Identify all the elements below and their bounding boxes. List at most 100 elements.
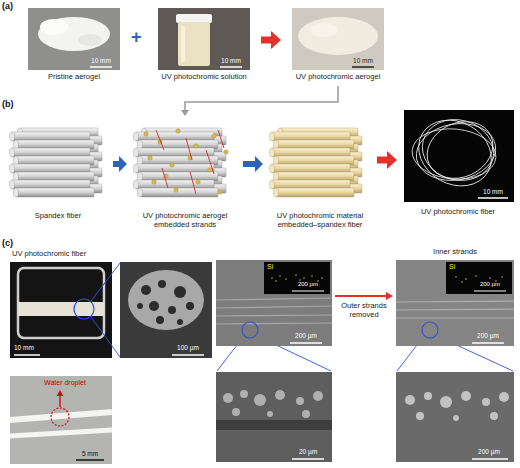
scale-bar-label: 200 µm [284,332,328,339]
outer-strands-detail-sem-part [223,390,323,418]
eds-inset: Si200 µm [264,262,330,294]
inner-strands-detail-sem-part-part [440,396,452,408]
fiber-photo-part-part [407,107,504,199]
cross-section-sem-part-part [186,302,194,310]
embedded-strands-illustration-part-part [152,180,156,184]
solution-photo-part [176,14,212,23]
photochromic-aerogel-photo-part [352,66,374,68]
inner-strands-sem-part [396,301,514,318]
outer-strands-sem-part [216,298,332,324]
solution-photo-part [158,8,250,70]
outer-strands-sem-part-part [279,275,280,276]
spandex-fiber-illustration-part [10,128,103,197]
water-droplet-photo [10,376,112,464]
embedded-strands-illustration-part-part [162,168,168,188]
fiber-photo-part [478,197,508,199]
water-droplet-photo-part [10,376,112,464]
outer-strands-sem-part-part [271,277,272,278]
pristine-aerogel-photo-part [40,19,68,35]
embedded-strands-illustration-part-part [208,168,212,172]
tensile-fiber-photo-part [74,299,94,319]
inner-strands-sem-part [446,262,512,294]
embedded-strands-illustration-part [144,129,228,194]
inner-strands-sem-part [396,260,514,346]
outer-strands-detail-sem-part-part [232,408,240,416]
outer-strands-detail-sem-part-part [223,393,233,403]
embedded-strands-illustration-part-part [194,144,198,148]
scale-bar-label: 20 µm [288,448,328,455]
outer-strands-detail-sem-part-part [254,394,266,406]
scale-bar-label: 10 mm [14,344,48,351]
pristine-aerogel-photo [28,8,120,70]
illustration-panel: UV photochromic material embedded–spande… [266,118,374,232]
cross-section-sem-part [172,354,204,356]
callout-label: Water droplet [30,379,100,387]
embedded-strands-illustration-part-part [186,138,192,160]
inner-strands-detail-sem-part-part [499,392,509,402]
photo-panel: 10 mmUV photochromic fiber [400,110,516,219]
arrow-head [119,156,127,172]
inner-strands-detail-sem-part-part [424,392,432,400]
photochromic-aerogel-photo-part [292,8,384,70]
illustration-panel: Spandex fiber [6,118,110,223]
water-droplet-photo-part [10,430,112,436]
plus-sign: + [131,28,142,48]
embedded-strands-illustration-part-part [206,150,214,174]
embedded-strands-illustration-part-part [212,134,216,138]
sem-panel: 20 µm [216,372,332,462]
outer-strands-sem-part [292,291,324,292]
caption: UV photochromic solution [150,73,258,82]
inner-strands-sem-part-part [465,278,466,279]
embedded-strands-illustration-part-part [148,156,152,160]
pristine-aerogel-photo-part [78,34,102,46]
water-droplet-photo-part [76,459,104,461]
scale-bar-label: 200 µm [466,332,510,339]
inner-strands-detail-sem [396,372,514,462]
outer-strands-sem [216,260,332,346]
zoom-leader-lines-part [91,317,120,357]
arrow-head [386,292,393,300]
cross-section-sem-part-part [168,306,176,314]
outer-strands-detail-sem-part-part [240,390,248,398]
scale-bar-label: 10 mm [346,57,380,64]
cross-section-sem-part [120,262,212,358]
photo-panel: Water droplet5 mm [8,376,114,464]
outer-strands-detail-sem-part [292,458,324,460]
arrow-shaft [335,295,387,297]
element-label: Si [449,263,469,271]
pristine-aerogel-photo-part [38,17,110,51]
outer-strands-sem-part-part [321,277,322,278]
cross-section-sem-part-part [137,303,143,309]
fiber-photo-part [407,107,504,199]
embedded-strands-illustration-part-part [170,163,174,167]
outer-strands-sem-part [290,342,322,344]
inner-strands-detail-sem-part [405,391,509,421]
inner-strands-detail-sem-part-part [490,412,498,420]
fiber-photo-part-part [412,117,501,186]
embedded-strands-illustration-part-part [174,188,178,192]
inner-strands-detail-sem-part-part [405,395,415,405]
sem-panel: Inner strands200 µmSi200 µm [396,248,514,346]
inner-strands-detail-sem-part-part [416,412,424,420]
photo-panel: 10 mmPristine aerogel [24,8,124,84]
solution-photo-part [181,26,185,62]
embedded-strands-illustration-part-part [176,129,180,133]
outer-strands-sem-part [264,262,330,294]
flow-arrow [335,292,393,300]
embedded-strands-illustration [134,128,229,197]
inner-strands-sem-part-part [396,309,514,310]
embedded-strands-illustration-part [156,130,224,194]
outer-strands-sem-part-part [216,315,332,316]
outer-strands-sem-part-part [303,277,304,278]
tensile-fiber-photo-part [10,262,112,358]
pristine-aerogel-photo-part [28,8,120,70]
scale-bar-label: 100 µm [168,344,208,351]
outer-strands-detail-sem-part-part [302,410,310,418]
sem-panel: 200 µm Si200 µm [216,260,332,346]
outer-strands-sem-part [216,260,332,346]
outer-strands-sem-part-part [311,275,312,276]
outer-strands-sem-part-part [299,279,300,280]
outer-strands-detail-sem-part-part [267,411,273,417]
